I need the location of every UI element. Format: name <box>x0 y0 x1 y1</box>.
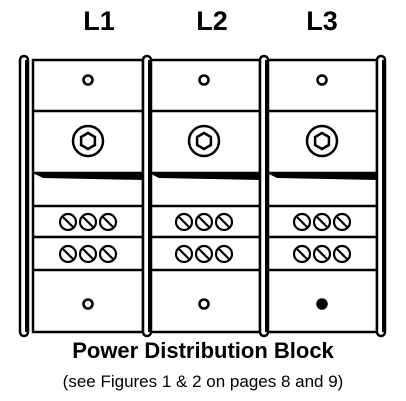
hex-socket <box>79 131 97 151</box>
screw-slot <box>198 248 210 260</box>
screw-slot <box>218 216 230 228</box>
mounting-hole-icon <box>316 298 328 310</box>
screw-slot <box>198 216 210 228</box>
screw-slot <box>336 248 348 260</box>
screw-slot <box>82 216 94 228</box>
caption-subtitle: (see Figures 1 & 2 on pages 8 and 9) <box>62 372 344 391</box>
mounting-hole-icon <box>82 74 94 86</box>
shadow-band <box>267 173 377 180</box>
screw-slot <box>316 248 328 260</box>
hex-socket <box>195 131 213 151</box>
hex-socket <box>313 131 331 151</box>
phase-module-1 <box>31 58 145 334</box>
screw-slot <box>178 216 190 228</box>
phase-module-3 <box>265 58 379 334</box>
phase-module-2 <box>147 58 262 334</box>
barrier-rail-3 <box>258 54 270 338</box>
screw-slot <box>296 216 308 228</box>
module-body <box>147 58 262 334</box>
power-distribution-block-diagram <box>18 54 387 338</box>
mounting-hole-icon <box>82 298 94 310</box>
barrier-rail-4 <box>375 54 387 338</box>
phase-label-l3: L3 <box>306 6 338 36</box>
barrier-rail-2 <box>141 54 153 338</box>
screw-slot <box>82 248 94 260</box>
screw-slot <box>62 248 74 260</box>
screw-slot <box>102 216 114 228</box>
mounting-hole-icon <box>198 74 210 86</box>
module-body <box>31 58 145 334</box>
module-body <box>265 58 379 334</box>
screw-slot <box>218 248 230 260</box>
screw-slot <box>102 248 114 260</box>
screw-slot <box>178 248 190 260</box>
shadow-band <box>149 173 260 180</box>
shadow-band <box>33 173 143 180</box>
screw-slot <box>62 216 74 228</box>
caption-title: Power Distribution Block <box>72 338 334 363</box>
mounting-hole-icon <box>198 298 210 310</box>
screw-slot <box>336 216 348 228</box>
phase-label-l1: L1 <box>83 6 115 36</box>
screw-slot <box>296 248 308 260</box>
mounting-hole-icon <box>316 74 328 86</box>
screw-slot <box>316 216 328 228</box>
barrier-rail-1 <box>18 54 30 338</box>
phase-label-l2: L2 <box>196 6 228 36</box>
